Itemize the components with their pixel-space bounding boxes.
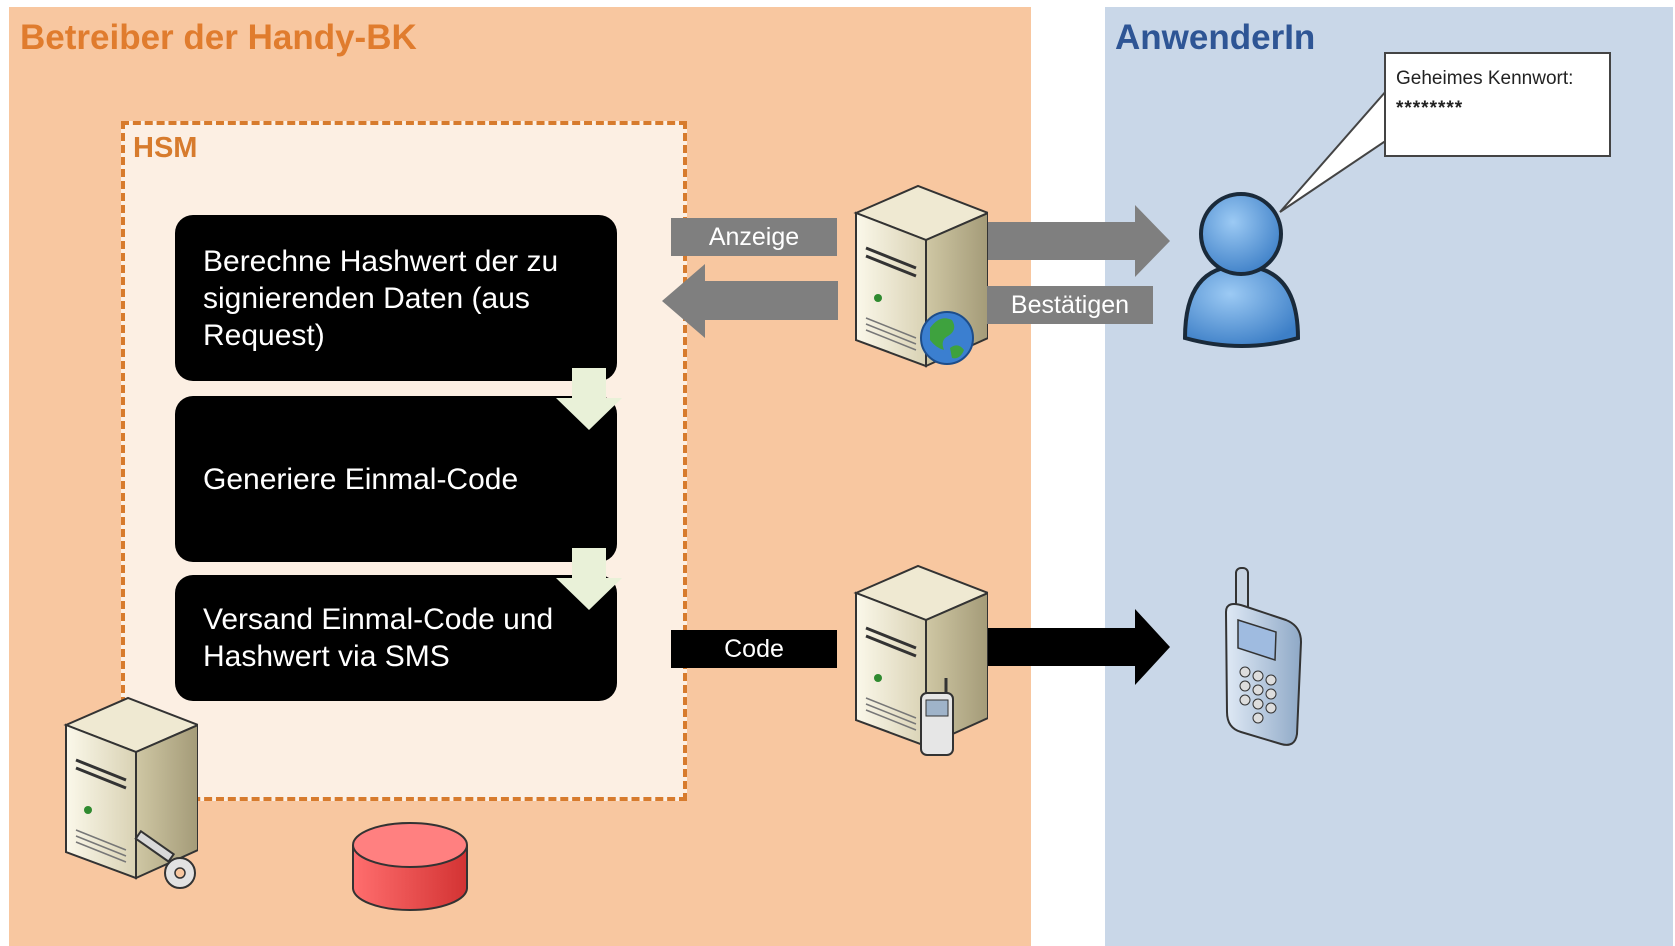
down-arrow-1: [556, 368, 622, 430]
database-icon: [352, 822, 468, 911]
step-generate-code-text: Generiere Einmal-Code: [203, 462, 519, 496]
mobile-phone-icon: [1224, 567, 1303, 746]
code-label: Code: [671, 630, 837, 668]
user-region: [1105, 7, 1673, 946]
speech-tail: [1279, 87, 1388, 213]
password-value: ********: [1396, 98, 1464, 119]
step-send-sms: Versand Einmal-Code und Hashwert via SMS: [175, 575, 617, 701]
down-arrow-2: [556, 548, 622, 610]
confirm-label: Bestätigen: [987, 286, 1153, 324]
step-compute-hash-text: Berechne Hashwert der zu signierenden Da…: [203, 244, 559, 352]
password-speech-bubble: Geheimes Kennwort: ********: [1384, 52, 1611, 157]
step-send-sms-text: Versand Einmal-Code und Hashwert via SMS: [203, 603, 554, 673]
display-arrow: [987, 205, 1170, 277]
server-globe-icon: [854, 184, 988, 368]
code-arrow: [987, 609, 1170, 685]
response-arrow: [662, 264, 838, 338]
operator-title: Betreiber der Handy-BK: [20, 18, 417, 57]
password-label: Geheimes Kennwort:: [1396, 68, 1574, 89]
server-phone-icon: [854, 564, 988, 756]
step-generate-code: Generiere Einmal-Code: [175, 396, 617, 562]
hsm-label: HSM: [133, 132, 198, 164]
server-key-icon: [64, 696, 198, 889]
step-compute-hash: Berechne Hashwert der zu signierenden Da…: [175, 215, 617, 381]
user-title: AnwenderIn: [1115, 18, 1316, 57]
user-icon: [1182, 192, 1301, 348]
display-label: Anzeige: [671, 218, 837, 256]
